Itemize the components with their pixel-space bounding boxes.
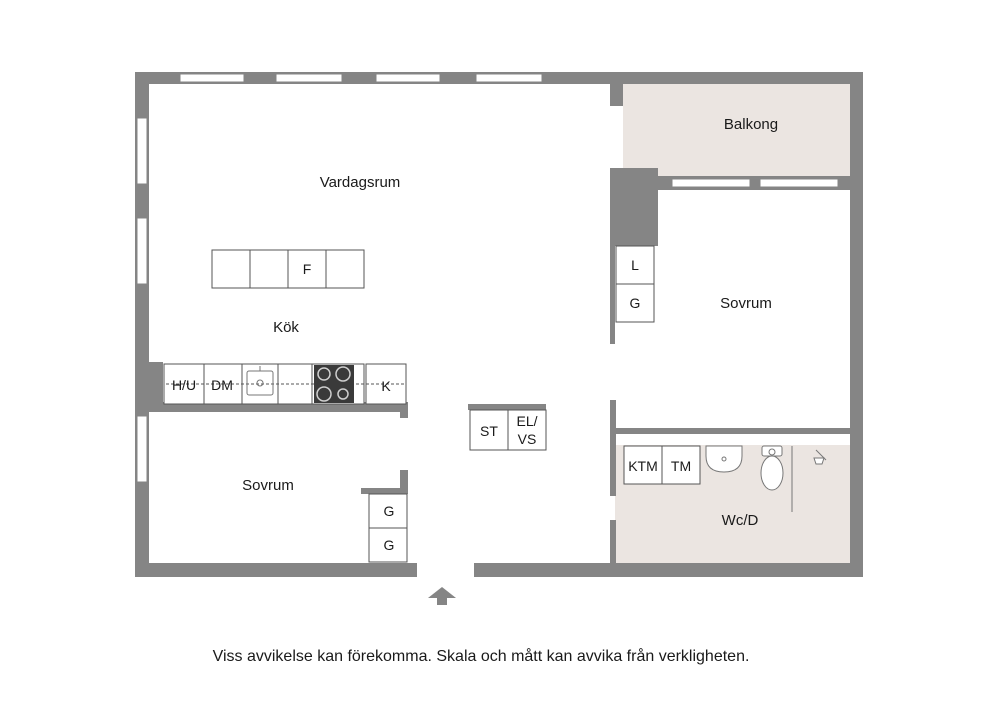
stove-icon	[314, 365, 354, 403]
fixture-label-ktm: KTM	[628, 458, 658, 474]
left-bedroom-closets	[368, 493, 408, 563]
balcony-floor	[623, 80, 850, 176]
kitchen-island	[211, 249, 365, 289]
fixture-label-g-left-top: G	[384, 503, 395, 519]
fixture-label-k: K	[381, 378, 391, 394]
room-label-sovrum-right: Sovrum	[720, 295, 772, 312]
fixture-label-f: F	[303, 261, 312, 277]
room-label-kok: Kök	[273, 319, 299, 336]
fixture-label-dm: DM	[211, 377, 233, 393]
fixture-label-st: ST	[480, 423, 498, 439]
hall-cabinets	[469, 409, 547, 451]
room-label-sovrum-left: Sovrum	[242, 477, 294, 494]
washbasin-icon	[705, 445, 743, 473]
disclaimer-text: Viss avvikelse kan förekomma. Skala och …	[212, 648, 750, 665]
fixture-label-l: L	[631, 257, 639, 273]
fixture-label-el: EL/	[516, 413, 537, 429]
fixture-label-hu: H/U	[172, 377, 196, 393]
windows	[136, 73, 839, 483]
entrance-arrow-icon	[428, 587, 456, 605]
right-bedroom-closets	[615, 245, 655, 323]
fixture-label-g-left-bottom: G	[384, 537, 395, 553]
laundry-machines	[623, 445, 701, 485]
fixture-label-g-right: G	[630, 295, 641, 311]
fixture-label-vs: VS	[518, 431, 537, 447]
fixture-label-tm: TM	[671, 458, 691, 474]
room-label-vardagsrum: Vardagsrum	[320, 174, 401, 191]
toilet-icon	[760, 445, 784, 491]
room-label-wc: Wc/D	[722, 512, 759, 529]
shower-icon	[791, 446, 827, 512]
room-label-balkong: Balkong	[724, 116, 778, 133]
kitchen-counter	[163, 363, 407, 405]
kitchen-sink-icon	[246, 366, 274, 396]
